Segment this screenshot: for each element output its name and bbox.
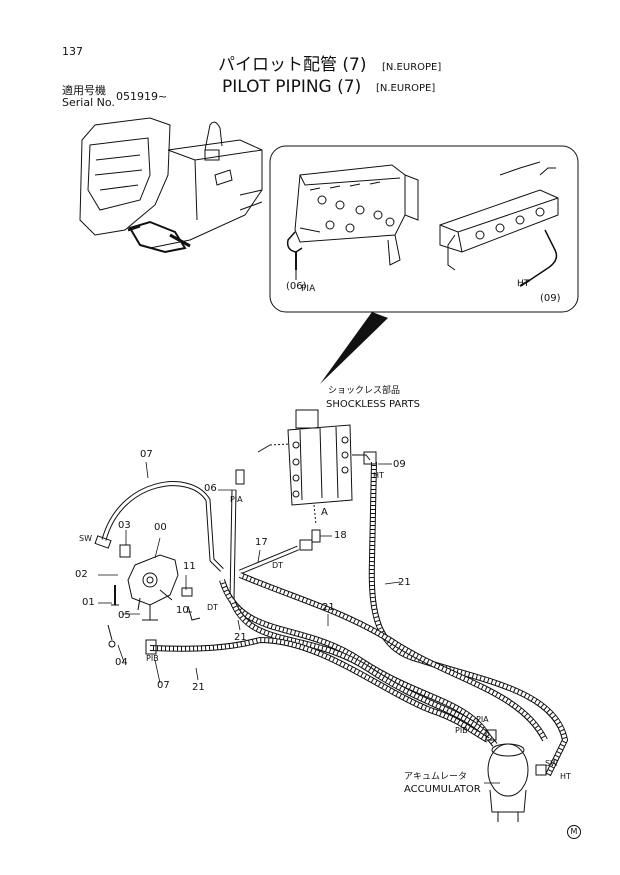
hoses (101, 461, 569, 777)
port-label-pib-accumulator: PIB (455, 726, 468, 735)
part-label-10: 10 (176, 605, 189, 616)
part-label-04: 04 (115, 657, 128, 668)
page-number: 137 (62, 45, 83, 58)
part-label-07: 07 (157, 680, 170, 691)
port-label-ht-accumulator: HT (560, 772, 571, 781)
revision-mark: M (567, 825, 581, 839)
shockless-valve-block (257, 409, 371, 526)
inset-port-ht: HT (517, 279, 530, 289)
title-english-region-tag: [N.EUROPE] (376, 83, 436, 94)
shockless-label-japanese: ショックレス部品 (328, 386, 401, 396)
part-label-21-bottom: 21 (192, 682, 205, 693)
part-label-08: 07 (140, 449, 153, 460)
inset-part-06: (06) (286, 281, 307, 292)
callout-pointer (320, 312, 388, 384)
part-label-21-right: 21 (398, 577, 411, 588)
part-label-18: 18 (334, 530, 347, 541)
port-label-sw-accumulator: SW (545, 759, 558, 768)
port-label-pia-accumulator: PIA (476, 715, 489, 724)
port-label-pia: PIA (230, 495, 243, 504)
inset-part-09: (09) (540, 293, 561, 304)
serial-number-value: 051919~ (116, 90, 168, 103)
part-label-05: 05 (118, 610, 131, 621)
port-label-ht: HT (373, 471, 384, 480)
part-label-09: 09 (393, 459, 406, 470)
title-english: PILOT PIPING (7) (222, 77, 362, 97)
port-label-a-top: A (321, 507, 328, 518)
title-japanese: パイロット配管 (7) (218, 55, 367, 75)
leader-lines (98, 461, 500, 784)
port-label-pib: PIB (146, 654, 159, 663)
fittings (235, 451, 377, 551)
part-label-21-left: 21 (234, 632, 247, 643)
accumulator-label-english: ACCUMULATOR (404, 784, 481, 795)
part-label-11: 11 (183, 561, 196, 572)
inset-port-pia: PIA (301, 284, 316, 294)
part-label-00: 00 (154, 522, 167, 533)
port-label-dt-hose: DT (272, 561, 284, 570)
accumulator (485, 729, 547, 822)
part-label-06: 06 (204, 483, 217, 494)
part-label-17: 17 (255, 537, 268, 548)
pilot-valve-assembly (94, 535, 201, 655)
shockless-label-english: SHOCKLESS PARTS (326, 399, 420, 410)
accumulator-label-japanese: アキュムレータ (404, 772, 468, 782)
serial-label-english: Serial No. (62, 96, 115, 109)
part-label-21-middle: 21 (322, 602, 335, 613)
part-label-03: 03 (118, 520, 131, 531)
part-label-02: 02 (75, 569, 88, 580)
port-label-dt: DT (207, 603, 219, 612)
title-japanese-region-tag: [N.EUROPE] (382, 62, 442, 73)
detail-inset-box (269, 145, 579, 313)
excavator-overview-illustration (79, 117, 263, 254)
part-label-01: 01 (82, 597, 95, 608)
serial-label-japanese: 適用号機 (62, 84, 106, 97)
port-label-sw: SW (79, 534, 92, 543)
